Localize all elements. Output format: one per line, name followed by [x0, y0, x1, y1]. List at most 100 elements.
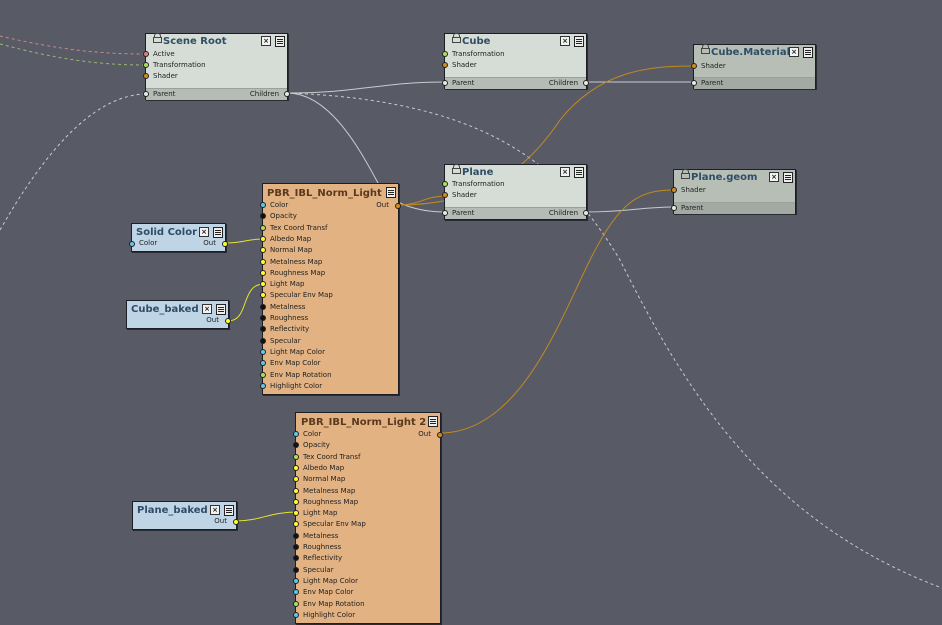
port-dot[interactable]: [260, 235, 266, 242]
port-dot[interactable]: [260, 348, 266, 355]
output-port-dot[interactable]: [437, 432, 443, 438]
node-title-bar[interactable]: PBR_IBL_Norm_Light: [263, 184, 398, 199]
lock-icon[interactable]: [153, 33, 162, 43]
node-title-bar[interactable]: Plane.geom ×: [674, 169, 795, 185]
close-icon[interactable]: ×: [789, 47, 799, 57]
menu-icon[interactable]: [275, 36, 285, 47]
port-dot[interactable]: [293, 442, 299, 449]
port-dot[interactable]: [293, 476, 299, 483]
port-dot[interactable]: [293, 566, 299, 573]
port-dot[interactable]: [293, 431, 299, 437]
port-dot[interactable]: [293, 453, 299, 460]
port-dot[interactable]: [260, 269, 266, 276]
output-port-dot[interactable]: [233, 519, 239, 525]
port-dot[interactable]: [293, 464, 299, 471]
node-title-bar[interactable]: Plane ×: [445, 164, 586, 180]
port-dot[interactable]: [293, 544, 299, 550]
close-icon[interactable]: ×: [199, 227, 209, 237]
menu-icon[interactable]: [216, 304, 226, 315]
port-dot[interactable]: [293, 600, 299, 607]
menu-icon[interactable]: [224, 505, 234, 516]
wire-incoming-transformation[interactable]: [0, 43, 147, 66]
node-title-bar[interactable]: Cube ×: [445, 33, 586, 49]
node-title-bar[interactable]: Scene Root ×: [146, 33, 287, 49]
parent-port-dot[interactable]: [143, 91, 149, 97]
children-port-dot[interactable]: [583, 210, 589, 216]
parent-port-dot[interactable]: [442, 80, 448, 86]
port-dot[interactable]: [442, 62, 448, 68]
wire-solidcolor-to-albedo[interactable]: [224, 238, 265, 244]
output-port-dot[interactable]: [225, 318, 231, 324]
port-dot[interactable]: [293, 487, 299, 494]
port-dot[interactable]: [260, 360, 266, 367]
close-icon[interactable]: ×: [202, 304, 212, 314]
close-icon[interactable]: ×: [560, 36, 570, 46]
wire-planebaked-to-lightmap[interactable]: [235, 511, 298, 522]
port-dot[interactable]: [260, 337, 266, 344]
lock-icon[interactable]: [452, 33, 461, 43]
port-dot[interactable]: [293, 498, 299, 505]
wire-cubebaked-to-lightmap[interactable]: [227, 283, 265, 322]
node-title-bar[interactable]: PBR_IBL_Norm_Light 2: [296, 413, 440, 428]
parent-port-dot[interactable]: [442, 210, 448, 216]
port-dot[interactable]: [260, 281, 266, 288]
port-dot[interactable]: [442, 181, 448, 187]
port-dot[interactable]: [260, 371, 266, 378]
port-dot[interactable]: [260, 202, 266, 208]
port-dot[interactable]: [293, 555, 299, 562]
port-dot[interactable]: [293, 577, 299, 584]
port-dot[interactable]: [293, 532, 299, 539]
close-icon[interactable]: ×: [261, 36, 271, 46]
menu-icon[interactable]: [803, 47, 813, 58]
port-dot[interactable]: [442, 51, 448, 57]
port-dot[interactable]: [260, 213, 266, 220]
children-port-dot[interactable]: [284, 91, 290, 97]
close-icon[interactable]: ×: [210, 505, 220, 515]
close-icon[interactable]: ×: [769, 172, 779, 182]
port-dot[interactable]: [293, 521, 299, 528]
port-dot[interactable]: [260, 224, 266, 231]
wire-incoming-active[interactable]: [0, 35, 147, 55]
port-dot[interactable]: [442, 192, 448, 198]
port-dot[interactable]: [260, 292, 266, 299]
port-dot[interactable]: [260, 258, 266, 265]
port-dot[interactable]: [260, 326, 266, 333]
close-icon[interactable]: ×: [560, 167, 570, 177]
port-dot[interactable]: [691, 63, 697, 69]
parent-port-dot[interactable]: [671, 205, 677, 211]
wire-root-to-cube[interactable]: [286, 81, 447, 94]
node-plane-geom[interactable]: Plane.geom × Shader Parent: [671, 169, 796, 214]
node-cube-baked[interactable]: Cube_baked × Out: [126, 300, 231, 329]
wire-pbr2-to-plane-geom[interactable]: [439, 189, 675, 434]
menu-icon[interactable]: [213, 227, 223, 238]
node-title-bar[interactable]: Solid Color ×: [132, 224, 225, 239]
output-port-dot[interactable]: [222, 241, 228, 247]
lock-icon[interactable]: [681, 169, 690, 179]
children-port-dot[interactable]: [583, 80, 589, 86]
node-plane[interactable]: Plane × Transformation Shader Parent Chi…: [442, 164, 589, 220]
lock-icon[interactable]: [701, 44, 710, 54]
port-dot[interactable]: [143, 73, 149, 79]
port-dot[interactable]: [293, 589, 299, 596]
port-dot[interactable]: [260, 382, 266, 389]
menu-icon[interactable]: [783, 172, 793, 183]
output-port-dot[interactable]: [395, 203, 401, 209]
menu-icon[interactable]: [574, 36, 584, 47]
node-plane-baked[interactable]: Plane_baked × Out: [132, 501, 239, 530]
port-dot[interactable]: [293, 611, 299, 618]
port-dot[interactable]: [143, 62, 149, 68]
wire-root-dashed-out[interactable]: [286, 92, 942, 589]
node-title-bar[interactable]: Cube_baked ×: [127, 301, 228, 316]
node-solid-color[interactable]: Solid Color × Color Out: [129, 223, 228, 252]
color-input-port-dot[interactable]: [129, 241, 135, 247]
wire-plane-to-geom[interactable]: [585, 206, 675, 213]
menu-icon[interactable]: [386, 187, 396, 198]
node-scene-root[interactable]: Scene Root × Active Transformation Shade…: [143, 33, 290, 100]
node-cube-material[interactable]: Cube.Material × Shader Parent: [691, 44, 816, 89]
port-dot[interactable]: [293, 510, 299, 517]
node-title-bar[interactable]: Plane_baked ×: [133, 502, 236, 517]
menu-icon[interactable]: [574, 167, 584, 178]
wire-incoming-parent[interactable]: [0, 93, 147, 231]
parent-port-dot[interactable]: [691, 80, 697, 86]
